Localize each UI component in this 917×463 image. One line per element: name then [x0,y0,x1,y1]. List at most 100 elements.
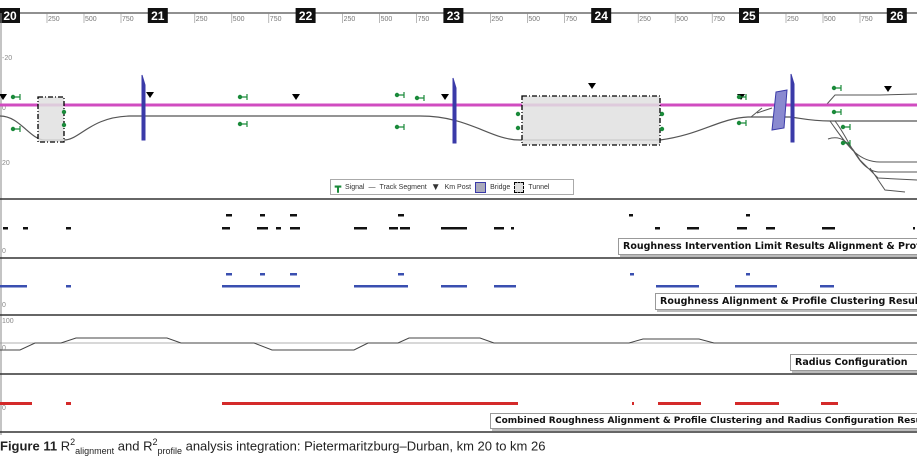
signal-icon [834,109,842,115]
combined-mark [658,402,701,405]
intervention-mark [226,214,232,217]
sub-tick-label: 750 [418,16,430,23]
km-label: 20 [3,9,17,23]
clustering-mark [630,273,634,276]
signal-icon [515,125,521,131]
combined-label: Combined Roughness Alignment & Profile C… [490,413,917,429]
intervention-mark [746,214,750,217]
km-label: 23 [447,9,461,23]
intervention-mark [23,227,28,230]
km-post-icon [292,94,300,100]
intervention-mark [687,227,699,230]
radius-label: Radius Configuration [790,354,917,371]
clustering-mark [820,285,834,288]
signal-icon [739,94,747,100]
km-post-icon [0,94,7,100]
legend-signal: Signal [345,183,365,191]
y-tick-label: 0 [2,248,6,255]
intervention-mark [400,227,410,230]
sub-tick-label: 750 [713,16,725,23]
radius-line [0,337,917,351]
y-tick-label: -20 [2,55,12,62]
track-icon: — [368,183,376,191]
intervention-mark [257,227,268,230]
sub-tick-label: 500 [85,16,97,23]
y-tick-label: 0 [2,405,6,412]
intervention-mark [913,227,915,230]
sub-tick-label: 250 [48,16,60,23]
sub-tick-label: 500 [381,16,393,23]
intervention-mark [66,227,71,230]
combined-mark [821,402,838,405]
intervention-mark [290,214,297,217]
bridge [452,77,457,144]
km-label-box [443,8,464,23]
intervention-label: Roughness Intervention Limit Results Ali… [618,238,917,255]
signal-icon [417,95,425,101]
sub-tick-label: 750 [565,16,577,23]
clustering-mark [222,285,300,288]
intervention-mark [737,227,747,230]
track-segment [826,93,917,105]
signal-icon [843,140,851,146]
signal-icon [61,122,67,128]
signal-icon: ┳ [335,181,342,193]
sub-tick-label: 250 [344,16,356,23]
intervention-mark [290,227,300,230]
sub-tick-label: 750 [122,16,134,23]
clustering-mark [398,273,404,276]
y-tick-label: 0 [2,345,6,352]
intervention-mark [276,227,281,230]
bridge-icon [475,181,487,193]
sub-tick-label: 500 [528,16,540,23]
km-label-box [886,8,907,23]
combined-mark [632,402,634,405]
intervention-mark [222,227,230,230]
signal-icon [240,121,248,127]
clustering-mark [290,273,297,276]
signal-icon [834,85,842,91]
clustering-mark [494,285,516,288]
clustering-mark [746,273,750,276]
kmpost-icon: ▼ [430,181,441,193]
legend-kmpost: Km Post [444,183,472,191]
intervention-mark [655,227,660,230]
km-label-box [295,8,316,23]
km-label: 24 [595,9,609,23]
y-tick-label: 0 [2,105,6,112]
sub-tick-label: 250 [196,16,208,23]
combined-mark [66,402,71,405]
clustering-mark [66,285,71,288]
clustering-mark [656,285,699,288]
sub-tick-label: 250 [639,16,651,23]
track-branch [827,120,917,193]
clustering-mark [0,285,27,288]
combined-mark [222,402,518,405]
legend-tunnel: Tunnel [528,183,550,191]
intervention-mark [389,227,398,230]
signal-icon [739,120,747,126]
km-label-box [0,8,20,23]
track-segment [750,107,773,118]
km-post-icon [588,83,596,89]
intervention-mark [629,214,633,217]
signal-icon [13,94,21,100]
signal-icon [13,126,21,132]
tunnel [521,95,661,146]
bridge [790,73,795,143]
km-label: 21 [151,9,165,23]
tunnel-icon [514,181,525,193]
intervention-mark [398,214,404,217]
signal-icon [515,111,521,117]
km-label: 22 [299,9,313,23]
intervention-mark [354,227,367,230]
clustering-mark [735,285,777,288]
km-post-icon [884,86,892,92]
sub-tick-label: 250 [491,16,503,23]
signal-icon [397,124,405,130]
clustering-mark [260,273,265,276]
km-post-icon [441,94,449,100]
km-label-box [739,8,759,23]
legend: ┳Signal —Track Segment ▼Km Post Bridge T… [330,179,574,195]
